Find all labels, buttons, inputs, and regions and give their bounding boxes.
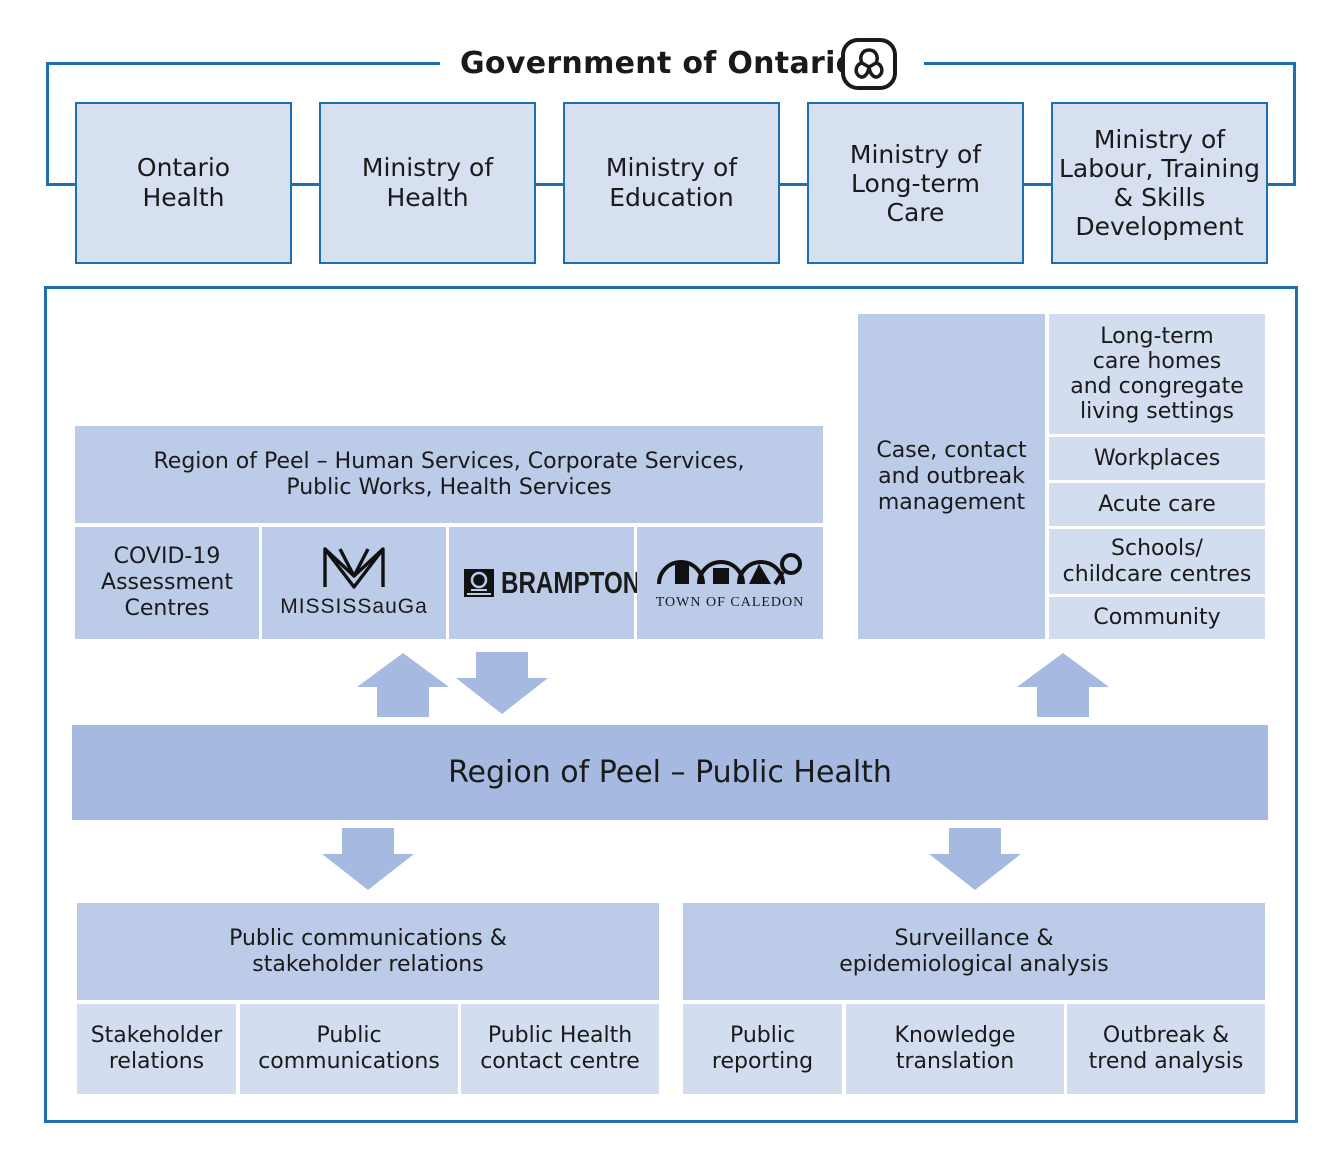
arrow-down-icon xyxy=(929,828,1021,890)
communications-header: Public communications & stakeholder rela… xyxy=(77,903,659,1000)
caledon-logo: TOWN OF CALEDON xyxy=(637,527,823,639)
comm-item-label: Public communications xyxy=(258,1023,440,1074)
communications-header-text: Public communications & stakeholder rela… xyxy=(229,925,507,977)
surveillance-header-text: Surveillance & epidemiological analysis xyxy=(839,925,1109,977)
setting-label: Community xyxy=(1093,605,1221,630)
surv-item-label: Outbreak & trend analysis xyxy=(1088,1023,1244,1074)
ministry-label: Ontario Health xyxy=(136,153,231,212)
ministry-of-long-term-care: Ministry of Long-term Care xyxy=(807,102,1024,264)
comm-item-label: Stakeholder relations xyxy=(90,1023,223,1074)
ministry-label: Ministry of Labour, Training & Skills De… xyxy=(1058,125,1261,241)
arrow-down-icon xyxy=(322,828,414,890)
ministry-of-health: Ministry of Health xyxy=(319,102,536,264)
setting-label: Workplaces xyxy=(1093,445,1221,471)
arrow-up-icon xyxy=(1017,653,1109,717)
setting-acute-care: Acute care xyxy=(1049,483,1265,526)
ministry-label: Ministry of Health xyxy=(361,153,494,212)
setting-label: Schools/ childcare centres xyxy=(1062,535,1252,587)
ministry-of-labour: Ministry of Labour, Training & Skills De… xyxy=(1051,102,1268,264)
covid-assessment-centres: COVID-19 Assessment Centres xyxy=(75,527,259,639)
public-health-label: Region of Peel – Public Health xyxy=(448,755,892,790)
ministry-of-education: Ministry of Education xyxy=(563,102,780,264)
region-services-header-text: Region of Peel – Human Services, Corpora… xyxy=(153,448,745,500)
case-contact-outbreak-management: Case, contact and outbreak management xyxy=(858,314,1045,639)
mississauga-logo: MISSISSauGa xyxy=(262,527,446,639)
surveillance-header: Surveillance & epidemiological analysis xyxy=(683,903,1265,1000)
surv-item-knowledge-translation: Knowledge translation xyxy=(846,1004,1064,1094)
mississauga-m-icon xyxy=(323,547,385,589)
caledon-skyline-icon xyxy=(657,553,802,586)
ministry-label: Ministry of Long-term Care xyxy=(849,139,982,227)
arrow-up-icon xyxy=(357,653,449,717)
mississauga-wordmark: MISSISSauGa xyxy=(280,595,428,618)
covid-assessment-centres-label: COVID-19 Assessment Centres xyxy=(101,544,233,621)
government-title: Government of Ontario xyxy=(446,44,871,84)
region-services-header: Region of Peel – Human Services, Corpora… xyxy=(75,426,823,523)
caledon-wordmark: TOWN OF CALEDON xyxy=(655,595,805,610)
ontario-trillium-logo-icon xyxy=(840,37,898,91)
surv-item-public-reporting: Public reporting xyxy=(683,1004,842,1094)
arrow-down-icon xyxy=(456,652,548,714)
case-management-label: Case, contact and outbreak management xyxy=(876,437,1027,515)
setting-label: Acute care xyxy=(1098,491,1216,517)
comm-item-stakeholder-relations: Stakeholder relations xyxy=(77,1004,236,1094)
region-frame xyxy=(44,286,1298,1123)
brampton-flower-icon xyxy=(463,569,494,597)
brampton-wordmark: BRAMPTON xyxy=(500,565,640,600)
comm-item-label: Public Health contact centre xyxy=(480,1023,640,1074)
setting-workplaces: Workplaces xyxy=(1049,437,1265,480)
setting-schools-childcare: Schools/ childcare centres xyxy=(1049,529,1265,594)
setting-label: Long-term care homes and congregate livi… xyxy=(1070,324,1244,424)
comm-item-contact-centre: Public Health contact centre xyxy=(461,1004,659,1094)
public-health-band: Region of Peel – Public Health xyxy=(72,725,1268,820)
ministry-ontario-health: Ontario Health xyxy=(75,102,292,264)
surv-item-label: Knowledge translation xyxy=(894,1023,1016,1074)
brampton-logo: BRAMPTON xyxy=(449,527,640,639)
surv-item-outbreak-trend: Outbreak & trend analysis xyxy=(1067,1004,1265,1094)
comm-item-public-communications: Public communications xyxy=(240,1004,458,1094)
ministry-label: Ministry of Education xyxy=(605,153,738,212)
setting-long-term-care: Long-term care homes and congregate livi… xyxy=(1049,314,1265,434)
surv-item-label: Public reporting xyxy=(711,1023,814,1074)
setting-community: Community xyxy=(1049,597,1265,639)
